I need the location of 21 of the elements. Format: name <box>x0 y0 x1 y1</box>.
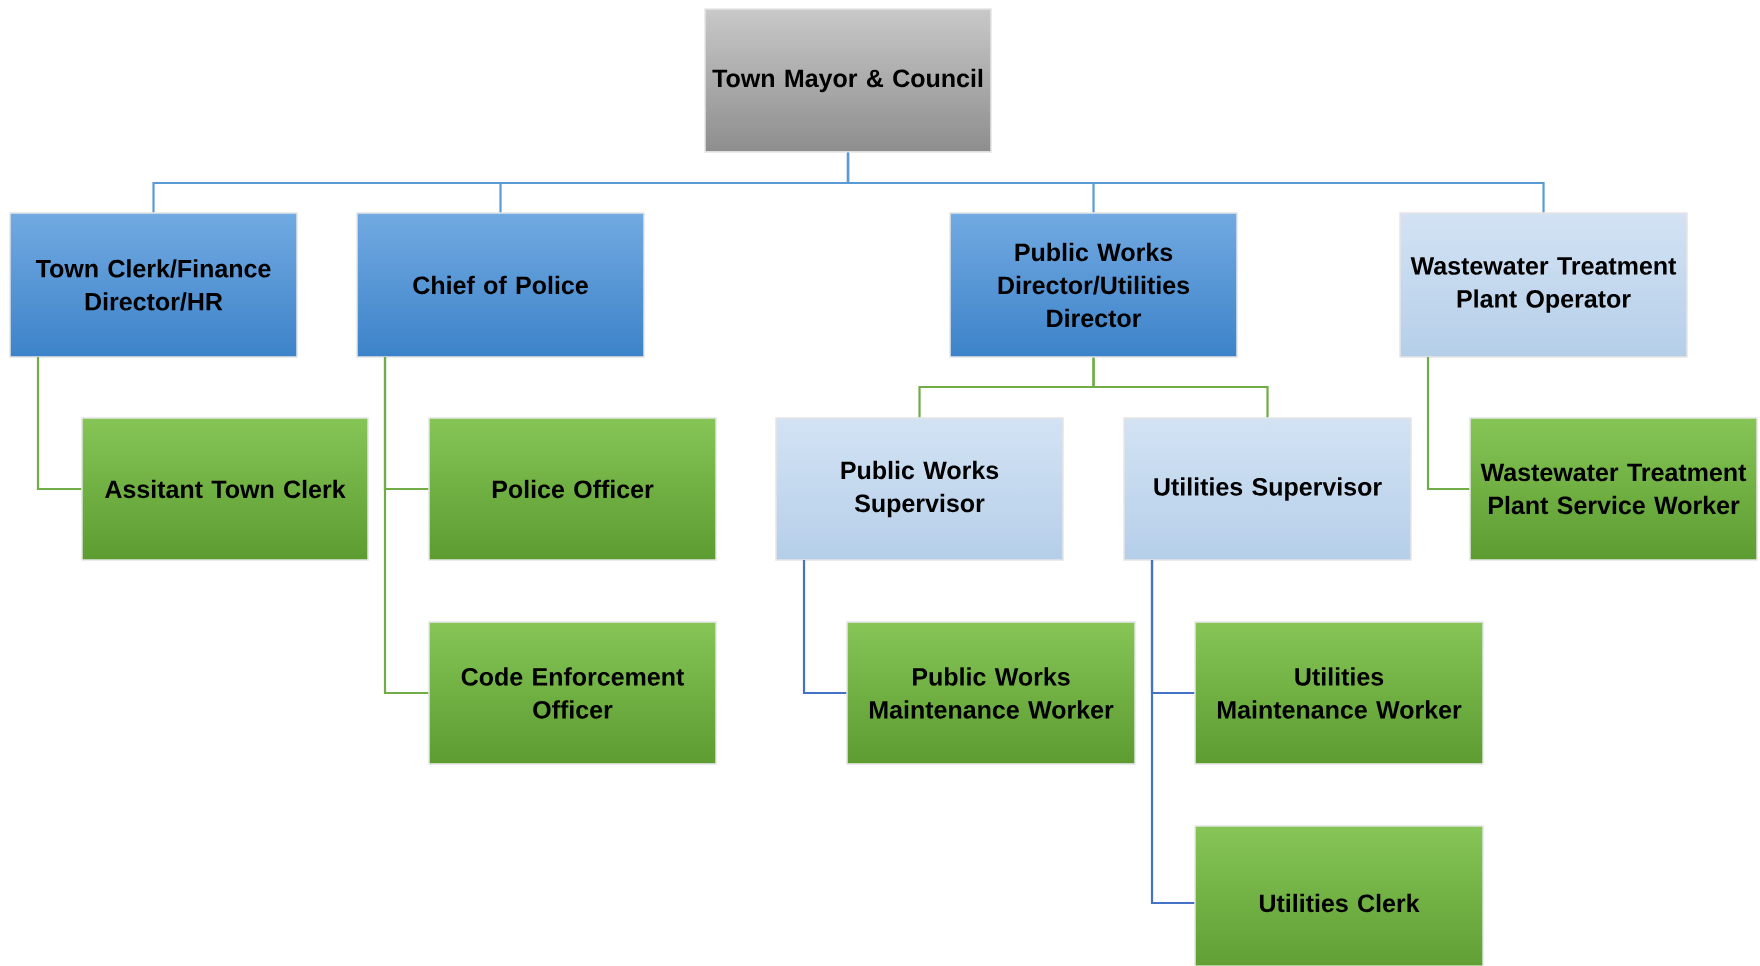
org-box: Wastewater Treatment Plant Service Worker <box>1469 417 1758 561</box>
org-box: Wastewater Treatment Plant Operator <box>1399 212 1688 358</box>
org-box: Utilities Maintenance Worker <box>1194 621 1484 765</box>
org-box: Code Enforcement Officer <box>428 621 717 765</box>
connector-line <box>846 152 1545 213</box>
org-box: Utilities Supervisor <box>1123 417 1412 561</box>
connector-line <box>802 560 847 695</box>
org-box: Town Clerk/Finance Director/HR <box>9 212 298 358</box>
org-box: Assitant Town Clerk <box>81 417 369 561</box>
connector-line <box>383 357 429 695</box>
org-box: Utilities Clerk <box>1194 825 1484 966</box>
connector-line <box>1426 357 1470 491</box>
org-box: Public Works Director/Utilities Director <box>949 212 1238 358</box>
org-box: Public Works Maintenance Worker <box>846 621 1136 765</box>
connector-line <box>36 357 82 491</box>
connector-line <box>1092 357 1269 418</box>
org-box: Town Mayor & Council <box>704 8 992 153</box>
org-box: Chief of Police <box>356 212 645 358</box>
org-box: Police Officer <box>428 417 717 561</box>
connector-line <box>1150 560 1195 905</box>
org-box: Public Works Supervisor <box>775 417 1064 561</box>
